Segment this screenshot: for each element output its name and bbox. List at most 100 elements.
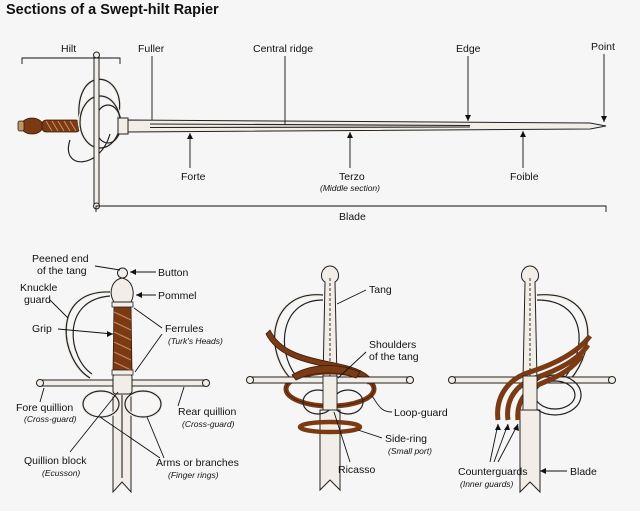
left-pommel (110, 277, 134, 303)
arrow-edge (465, 115, 471, 121)
arrow-button (130, 269, 136, 275)
label-counterguards: Counterguards (458, 466, 527, 478)
lead-counterguard-3 (497, 423, 519, 463)
label-knuckle-2: guard (24, 294, 51, 306)
middle-side-ring (297, 419, 363, 435)
full-grip-wrap (45, 120, 77, 132)
lead-grip (57, 328, 114, 335)
label-arms-sub: (Finger rings) (168, 470, 219, 480)
lead-loop-guard (371, 395, 393, 413)
left-annotations: Peened end of the tang Button Knuckle gu… (16, 253, 239, 480)
arrow-counterguard-1 (495, 424, 501, 430)
middle-knuckle-guard-inner (283, 299, 324, 377)
label-arms: Arms or branches (156, 457, 239, 469)
label-rear-quillion: Rear quillion (178, 406, 237, 418)
middle-knuckle-guard (274, 294, 324, 381)
left-knuckle-guard-inner (72, 295, 111, 375)
right-annotations: Counterguards (Inner guards) Blade (458, 423, 597, 489)
label-point: Point (591, 41, 615, 53)
arrow-counterguard-2 (504, 424, 510, 430)
left-finger-ring-back (124, 390, 162, 418)
right-knuckle-guard (536, 294, 589, 381)
lead-arm-back (146, 416, 165, 459)
label-counterguards-sub: (Inner guards) (460, 479, 514, 489)
right-blade (519, 409, 541, 494)
lead-quillion-block (69, 391, 119, 453)
fuller-line-lower (149, 126, 471, 129)
right-quillion-tip-left (448, 376, 456, 384)
lead-shoulders (337, 351, 367, 379)
lead-counterguard-1 (489, 423, 499, 463)
full-knuckle-guard (78, 78, 121, 127)
label-forte: Forte (181, 171, 206, 183)
middle-quillion-tip-left (246, 376, 254, 384)
lead-knuckle (49, 299, 69, 319)
diagram-title: Sections of a Swept-hilt Rapier (6, 2, 219, 18)
arrow-terzo (347, 132, 353, 138)
lead-tang (336, 289, 367, 305)
left-button (117, 267, 128, 279)
label-hilt: Hilt (61, 43, 76, 55)
label-tang: Tang (369, 284, 392, 296)
label-right-blade: Blade (570, 466, 597, 478)
lead-counterguard-2 (493, 423, 509, 463)
middle-quillion-tip-right (406, 376, 414, 384)
label-edge: Edge (456, 43, 481, 55)
right-counterguard-1 (495, 334, 592, 421)
arrow-foible (520, 131, 526, 137)
label-pommel: Pommel (158, 290, 197, 302)
label-peened-2: of the tang (37, 265, 87, 277)
full-rapier (17, 51, 607, 210)
full-quillion-tip-top (93, 51, 100, 59)
left-quillion-block (112, 373, 133, 395)
label-side-ring-sub: (Small port) (388, 446, 432, 456)
label-ferrules-sub: (Turk's Heads) (168, 336, 223, 346)
label-terzo-sub: (Middle section) (320, 183, 380, 193)
arrow-pommel (136, 292, 142, 298)
label-ferrules: Ferrules (165, 323, 204, 335)
middle-sweep-lower (291, 365, 361, 381)
label-side-ring: Side-ring (385, 433, 427, 445)
full-quillion (93, 54, 100, 206)
lead-peened (94, 265, 121, 271)
left-fore-quillion-tip (36, 379, 44, 387)
arrow-point (601, 116, 607, 122)
hilt-bracket (21, 57, 121, 64)
middle-hilt (246, 265, 414, 492)
label-central-ridge: Central ridge (253, 43, 313, 55)
left-ferrule-bottom (111, 369, 134, 376)
blade-bracket (95, 205, 607, 212)
right-hilt (448, 265, 616, 494)
label-peened-1: Peened end (32, 253, 89, 265)
label-blade: Blade (339, 211, 366, 223)
label-terzo: Terzo (339, 171, 365, 183)
lead-ferrule-bottom (134, 333, 163, 373)
label-rear-quillion-sub: (Cross-guard) (182, 419, 235, 429)
lead-ferrule-top (133, 307, 163, 329)
left-knuckle-guard (65, 291, 111, 379)
arrow-forte (187, 133, 193, 139)
left-finger-ring-front (82, 390, 120, 418)
label-quillion-block-sub: (Ecusson) (42, 468, 80, 478)
full-side-ring (67, 133, 111, 163)
lead-arm-front (99, 416, 161, 459)
right-quillion-tip-right (608, 376, 616, 384)
label-loop-guard: Loop-guard (394, 407, 448, 419)
fuller-line (149, 123, 471, 127)
label-fore-quillion-sub: (Cross-guard) (24, 414, 77, 424)
label-quillion-block: Quillion block (24, 455, 87, 467)
lead-fore-quillion (39, 387, 45, 403)
right-ricasso (522, 375, 538, 411)
lead-side-ring (357, 429, 383, 439)
arrow-grip (107, 331, 113, 337)
label-ricasso: Ricasso (338, 464, 376, 476)
middle-annotations: Tang Shoulders of the tang Loop-guard Si… (333, 284, 448, 476)
left-ferrule-top (111, 301, 134, 308)
full-ricasso (117, 117, 129, 135)
label-shoulders-1: Shoulders (369, 339, 416, 351)
label-grip: Grip (32, 323, 52, 335)
label-knuckle-1: Knuckle (20, 282, 58, 294)
label-fuller: Fuller (138, 43, 165, 55)
label-foible: Foible (510, 171, 539, 183)
